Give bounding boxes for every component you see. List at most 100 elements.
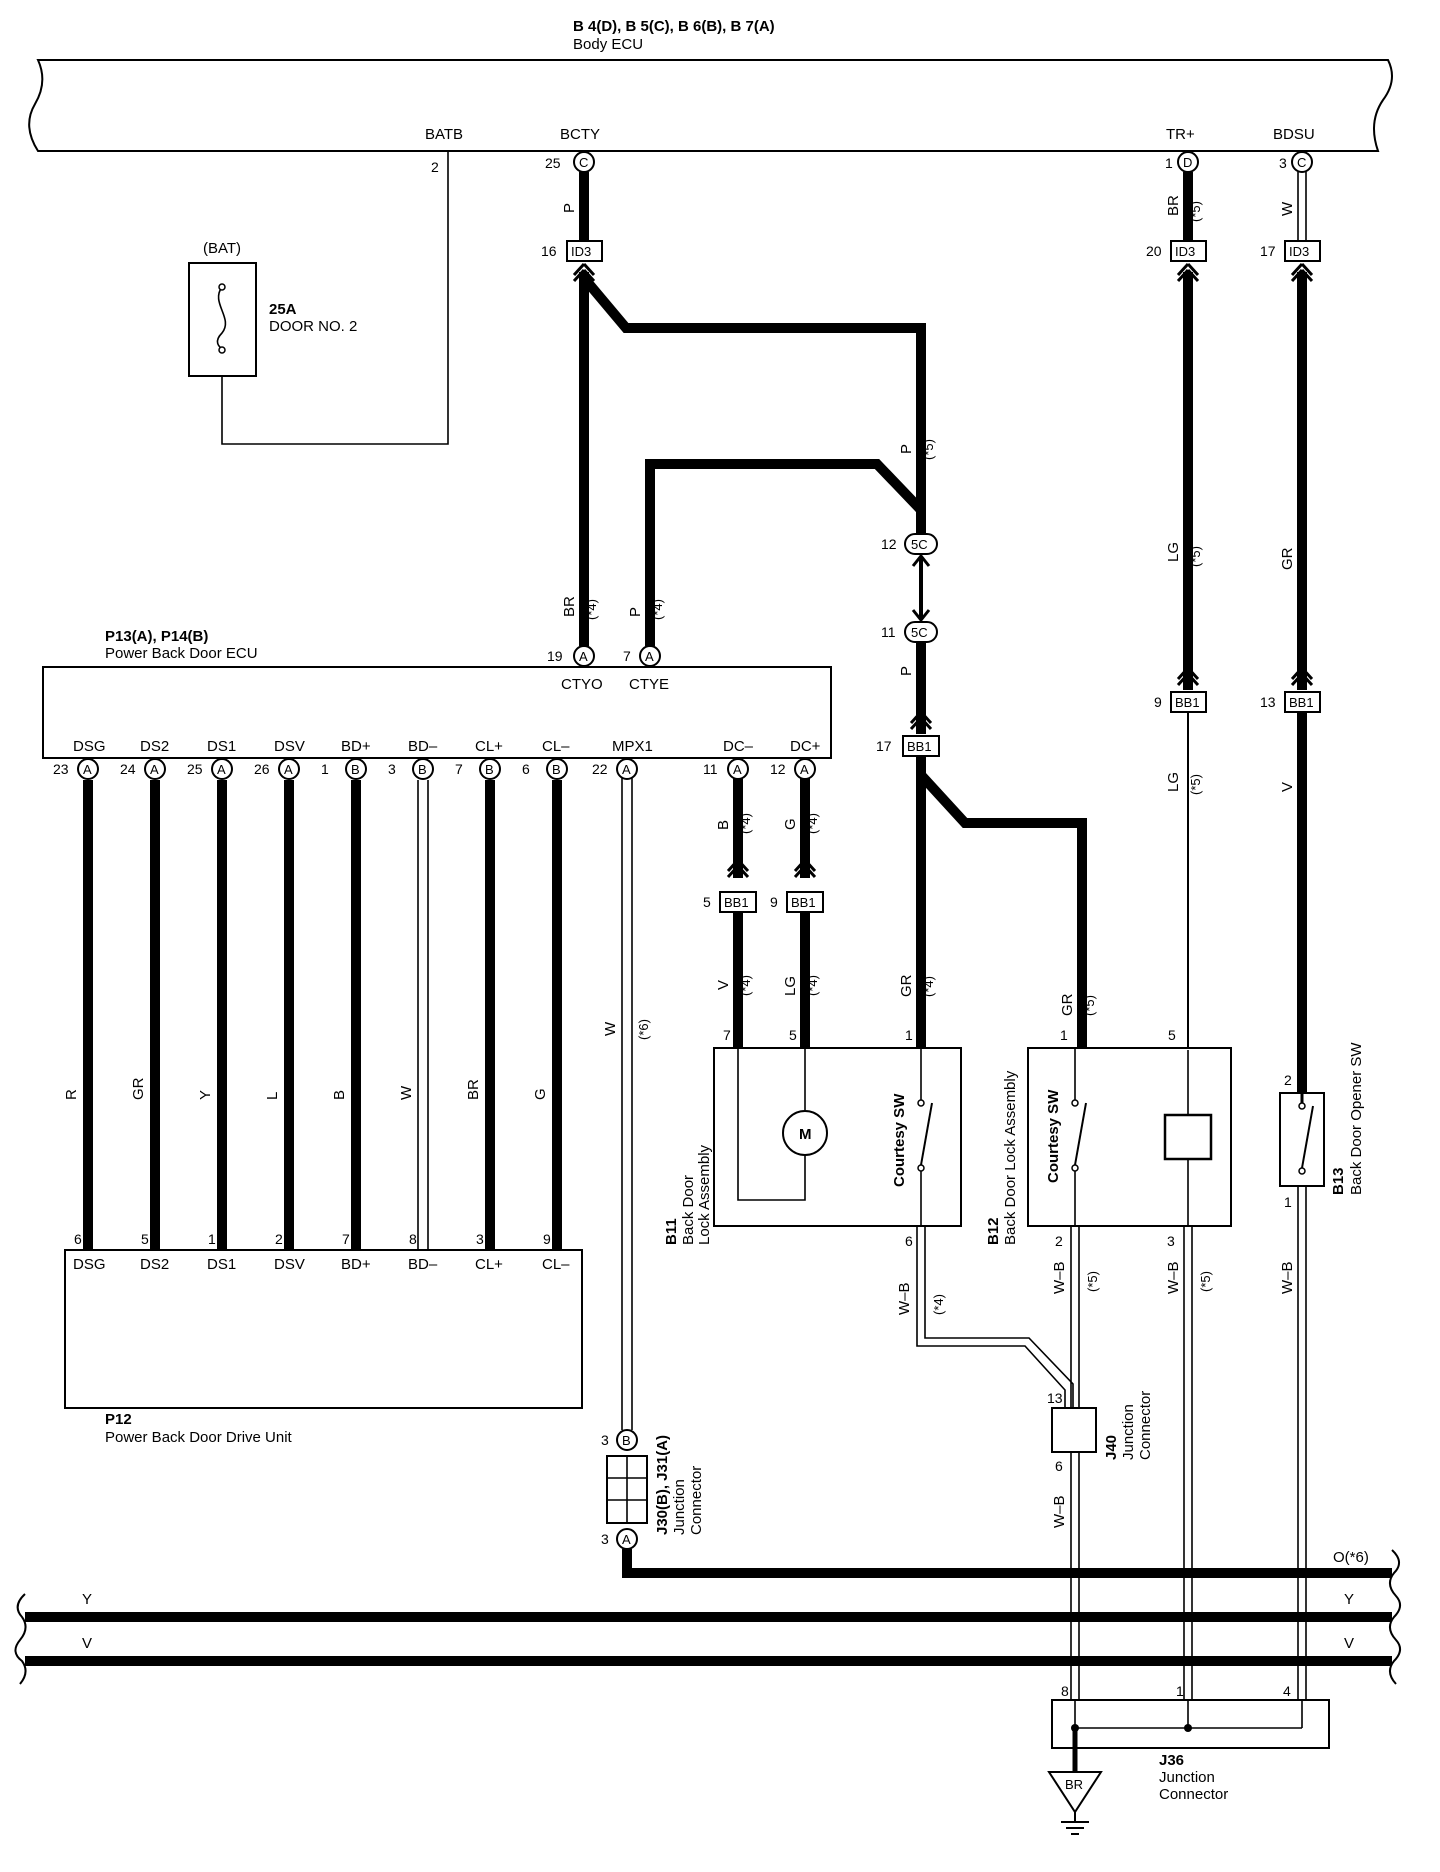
j40-ref: J40 bbox=[1103, 1435, 1120, 1460]
svg-text:C: C bbox=[579, 155, 588, 170]
svg-text:(*5): (*5) bbox=[1188, 546, 1203, 567]
svg-text:(*6): (*6) bbox=[636, 1019, 651, 1040]
term-bcty: BCTY bbox=[560, 126, 600, 143]
pbd-term-name: CL+ bbox=[475, 738, 503, 755]
svg-text:P: P bbox=[898, 666, 915, 676]
pbd-pin-conn: B bbox=[351, 762, 360, 777]
svg-text:Y: Y bbox=[1344, 1591, 1354, 1608]
pbd-pin-circle bbox=[546, 758, 568, 780]
pbd-pin-circle bbox=[479, 758, 501, 780]
svg-text:A: A bbox=[579, 649, 588, 664]
drive-pin-number: 9 bbox=[543, 1231, 551, 1247]
wire-label-p-ctye: P bbox=[627, 607, 644, 617]
svg-text:LG: LG bbox=[1165, 542, 1182, 562]
pbd-pin-number: 26 bbox=[254, 761, 270, 777]
svg-text:1: 1 bbox=[1060, 1027, 1068, 1043]
pbd-term-name: DC– bbox=[723, 738, 754, 755]
pbd-term-name: BD+ bbox=[341, 738, 371, 755]
b13-ref: B13 bbox=[1330, 1167, 1347, 1195]
body-ecu-ref: B 4(D), B 5(C), B 6(B), B 7(A) bbox=[573, 18, 775, 35]
pbd-pin-number: 25 bbox=[187, 761, 203, 777]
pbd-pin-number: 1 bbox=[321, 761, 329, 777]
svg-text:5: 5 bbox=[1168, 1027, 1176, 1043]
term-ctyo: CTYO bbox=[561, 676, 603, 693]
bb1-dcm-arrow-icon bbox=[726, 858, 750, 879]
svg-text:1: 1 bbox=[1165, 155, 1173, 171]
svg-text:Y: Y bbox=[82, 1591, 92, 1608]
svg-text:7: 7 bbox=[723, 1027, 731, 1043]
svg-text:W–B: W–B bbox=[1279, 1261, 1296, 1294]
svg-text:11: 11 bbox=[881, 624, 896, 640]
pbd-pin-circle bbox=[211, 758, 233, 780]
j30-ref: J30(B), J31(A) bbox=[654, 1435, 671, 1535]
pbd-term-name: CL– bbox=[542, 738, 570, 755]
drive-term-name: BD– bbox=[408, 1256, 438, 1273]
svg-text:12: 12 bbox=[881, 536, 897, 552]
svg-text:BB1: BB1 bbox=[791, 895, 816, 910]
pbd-pin-conn: A bbox=[284, 762, 293, 777]
svg-text:16: 16 bbox=[541, 243, 557, 259]
bb1-17-arrow-icon bbox=[909, 710, 933, 731]
svg-text:Connector: Connector bbox=[1137, 1391, 1154, 1460]
svg-text:A: A bbox=[645, 649, 654, 664]
svg-text:V: V bbox=[1344, 1635, 1354, 1652]
j30-j31-junction: B 3 A 3 J30(B), J31(A) Junction Connecto… bbox=[601, 1429, 1392, 1578]
pbd-term-name: DSV bbox=[274, 738, 305, 755]
bb1-bdsu-arrow-icon bbox=[1290, 666, 1314, 687]
svg-text:(*4): (*4) bbox=[931, 1294, 946, 1315]
drive-wire-color: BR bbox=[465, 1079, 482, 1100]
pbd-pin-circle bbox=[616, 758, 638, 780]
wire-label-p-5: P bbox=[898, 444, 915, 454]
svg-text:6: 6 bbox=[905, 1233, 913, 1249]
b11-ref: B11 bbox=[663, 1218, 680, 1245]
svg-text:V: V bbox=[1279, 782, 1296, 792]
pbd-term-name: MPX1 bbox=[612, 738, 653, 755]
pbd-term-name: BD– bbox=[408, 738, 438, 755]
svg-text:V: V bbox=[715, 980, 732, 990]
drive-wire-color: R bbox=[63, 1089, 80, 1100]
svg-text:LG: LG bbox=[782, 976, 799, 996]
svg-text:Junction: Junction bbox=[671, 1479, 688, 1535]
term-ctye: CTYE bbox=[629, 676, 669, 693]
body-ecu: B 4(D), B 5(C), B 6(B), B 7(A) Body ECU … bbox=[28, 18, 1393, 175]
trp-circuit: BR (*5) LG (*5) BB1 9 LG (*5) bbox=[1154, 172, 1207, 1050]
svg-text:1: 1 bbox=[1176, 1683, 1184, 1699]
svg-text:(*5): (*5) bbox=[1198, 1271, 1213, 1292]
pbd-ecu-name: Power Back Door ECU bbox=[105, 645, 258, 662]
pbd-pin-conn: A bbox=[150, 762, 159, 777]
wire-p-5c bbox=[580, 274, 926, 536]
svg-text:G: G bbox=[782, 818, 799, 830]
pbd-pin-number: 6 bbox=[522, 761, 530, 777]
id3-bdsu bbox=[1284, 240, 1321, 262]
svg-text:GR: GR bbox=[898, 974, 915, 997]
fuse-name: DOOR NO. 2 bbox=[269, 318, 357, 335]
pbd-pin-conn: A bbox=[622, 762, 631, 777]
drive-wire-color: Y bbox=[197, 1090, 214, 1100]
pbd-pin-number: 23 bbox=[53, 761, 69, 777]
drive-term-name: CL+ bbox=[475, 1256, 503, 1273]
drive-term-name: CL– bbox=[542, 1256, 570, 1273]
pbd-pin-number: 7 bbox=[455, 761, 463, 777]
svg-text:(*4): (*4) bbox=[738, 975, 753, 996]
drive-wire-color: GR bbox=[130, 1077, 147, 1100]
mpx1-circuit: W (*6) bbox=[602, 778, 651, 1430]
note-5-p: (*5) bbox=[921, 439, 936, 460]
id3-trp bbox=[1170, 240, 1207, 262]
drive-wire-color: W bbox=[398, 1085, 415, 1100]
body-ecu-name: Body ECU bbox=[573, 36, 643, 53]
svg-text:3: 3 bbox=[601, 1432, 609, 1448]
svg-text:13: 13 bbox=[1260, 694, 1276, 710]
drive-term-name: BD+ bbox=[341, 1256, 371, 1273]
svg-text:BR: BR bbox=[1165, 195, 1182, 216]
pin-batb: 2 bbox=[431, 159, 439, 175]
wire-o-bus bbox=[622, 1549, 1392, 1578]
drive-unit-name: Power Back Door Drive Unit bbox=[105, 1429, 293, 1446]
svg-text:17: 17 bbox=[876, 738, 892, 754]
b11-switch-label: Courtesy SW bbox=[891, 1093, 908, 1187]
conn-5c-arrow-icon bbox=[911, 553, 931, 623]
svg-text:W: W bbox=[602, 1021, 619, 1036]
b12-solenoid-icon bbox=[1163, 1113, 1213, 1161]
